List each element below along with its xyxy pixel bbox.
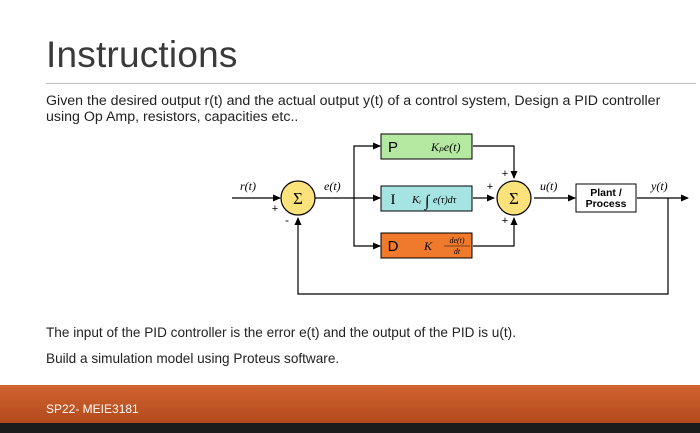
footer-bar bbox=[0, 385, 700, 423]
plant-block bbox=[575, 183, 637, 213]
d-block bbox=[380, 232, 473, 259]
simulation-note: Build a simulation model using Proteus s… bbox=[46, 351, 340, 366]
feedback-minus-sign: - bbox=[285, 213, 289, 227]
title-divider bbox=[46, 83, 696, 84]
i-block-k: Kᵢ bbox=[411, 194, 421, 206]
pid-sum-symbol: Σ bbox=[509, 189, 519, 208]
e-signal-label: e(t) bbox=[324, 179, 341, 193]
p-block-formula: Kₚe(t) bbox=[430, 140, 460, 154]
d-branch-line bbox=[353, 198, 381, 250]
d-block-k: K bbox=[423, 239, 433, 253]
y-signal-label: y(t) bbox=[650, 179, 668, 193]
r-signal-label: r(t) bbox=[240, 179, 256, 193]
i-block bbox=[380, 185, 473, 212]
error-summing-junction bbox=[280, 180, 316, 216]
p-plus-sign: + bbox=[502, 168, 508, 180]
pid-block-diagram: Σ + - Σ + + + P Kₚe(t) I Kᵢ ∫ e(τ)dτ D K… bbox=[232, 133, 689, 295]
pid-io-note: The input of the PID controller is the e… bbox=[46, 325, 516, 340]
plant-label-line2: Process bbox=[586, 198, 627, 210]
d-out-line bbox=[473, 217, 518, 247]
error-sum-symbol: Σ bbox=[293, 189, 303, 208]
d-block-numerator: de(t) bbox=[449, 236, 464, 245]
footer-course-code: SP22- MEIE3181 bbox=[46, 402, 139, 416]
bottom-dark-bar bbox=[0, 423, 700, 433]
pid-summing-junction bbox=[496, 180, 532, 216]
u-signal-label: u(t) bbox=[540, 179, 557, 193]
p-block bbox=[380, 133, 473, 160]
slide-title: Instructions bbox=[46, 34, 238, 75]
feedback-line bbox=[294, 198, 669, 295]
p-branch-line bbox=[353, 142, 381, 198]
i-block-body: e(τ)dτ bbox=[433, 195, 457, 206]
r-plus-sign: + bbox=[272, 203, 278, 215]
i-block-integral: ∫ bbox=[424, 193, 431, 211]
d-plus-sign: + bbox=[502, 215, 508, 227]
plant-label-line1: Plant / bbox=[590, 187, 622, 199]
slide-description: Given the desired output r(t) and the ac… bbox=[46, 93, 661, 125]
d-block-denominator: dt bbox=[454, 247, 461, 256]
d-block-letter: D bbox=[388, 238, 399, 255]
p-out-line bbox=[473, 145, 518, 179]
i-block-letter: I bbox=[391, 192, 396, 208]
i-plus-sign: + bbox=[487, 181, 493, 193]
p-block-letter: P bbox=[388, 139, 398, 156]
